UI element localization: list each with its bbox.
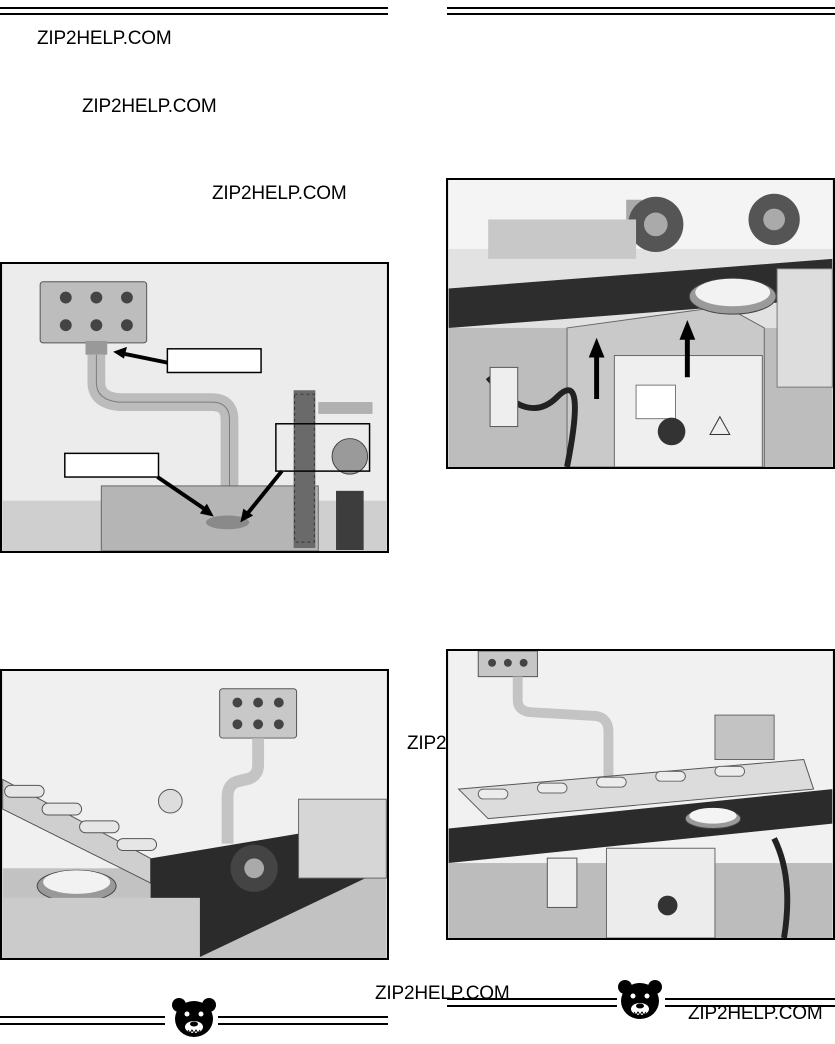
footer-rule-right-bottom-2 bbox=[665, 1005, 835, 1007]
header-rule-right-bottom bbox=[447, 13, 835, 15]
motor-cover-photo bbox=[448, 180, 833, 467]
footer-rule-left-top-2 bbox=[218, 1016, 388, 1018]
watermark: ZIP2HELP.COM bbox=[688, 1003, 823, 1024]
footer-rule-right-bottom bbox=[447, 1005, 617, 1007]
bear-icon bbox=[618, 980, 662, 1019]
header-rule-right-top bbox=[447, 7, 835, 9]
watermark: ZIP2HELP.COM bbox=[375, 983, 510, 1004]
watermark: ZIP2HELP.COM bbox=[37, 28, 172, 49]
control-box-mount-photo bbox=[2, 264, 387, 551]
footer-rule-right-top-2 bbox=[665, 998, 835, 1000]
footer-rule-left-bottom-2 bbox=[218, 1023, 388, 1025]
watermark: ZIP2HELP.COM bbox=[82, 96, 217, 117]
figure-control-box-mount bbox=[0, 262, 389, 553]
bear-icon bbox=[172, 998, 216, 1037]
feed-rollers-photo bbox=[2, 671, 387, 958]
grizzly-bear-logo bbox=[171, 997, 217, 1039]
grizzly-bear-logo bbox=[617, 979, 663, 1021]
footer-rule-right-top bbox=[447, 998, 617, 1000]
figure-motor-cover-bolts bbox=[446, 178, 835, 469]
roller-table-photo bbox=[448, 651, 833, 938]
watermark: ZIP2HELP.COM bbox=[212, 183, 347, 204]
figure-roller-table-installed bbox=[446, 649, 835, 940]
header-rule-left-bottom bbox=[0, 13, 388, 15]
footer-rule-left-bottom bbox=[0, 1023, 165, 1025]
footer-rule-left-top bbox=[0, 1016, 165, 1018]
header-rule-left-top bbox=[0, 7, 388, 9]
figure-control-box-and-feed-rollers bbox=[0, 669, 389, 960]
